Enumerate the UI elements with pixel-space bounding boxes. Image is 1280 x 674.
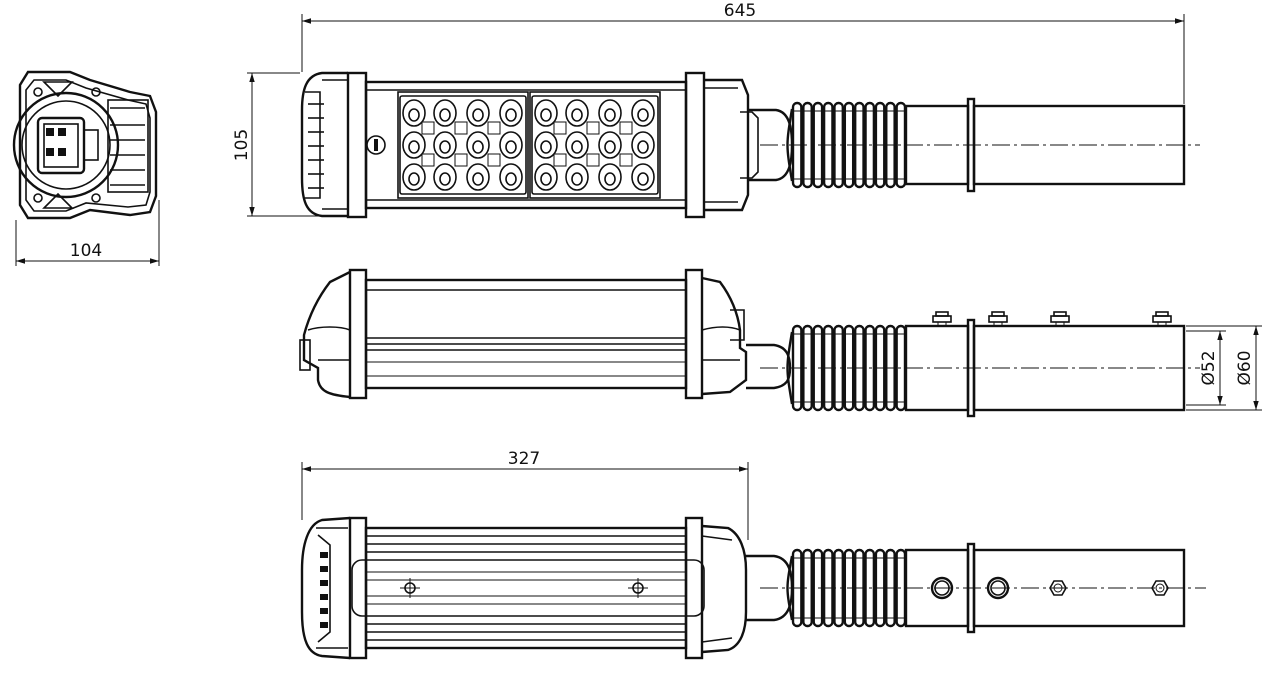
led-core (637, 108, 649, 122)
sleeve-rib (864, 548, 876, 628)
sleeve-end (786, 108, 794, 182)
side-view (299, 268, 1200, 418)
led-lens (499, 163, 523, 191)
led-pad (553, 121, 567, 135)
led-core (439, 108, 451, 122)
led-core (540, 172, 552, 186)
led-lens (565, 163, 589, 191)
led-array (402, 99, 655, 191)
led-core (571, 172, 583, 186)
led-lens (631, 99, 655, 127)
led-core (472, 140, 484, 154)
dim-height-label: 105 (232, 129, 252, 161)
led-pad (553, 153, 567, 167)
dim-end-width-label: 104 (70, 241, 102, 261)
led-lens (466, 131, 490, 159)
sleeve-rib (864, 101, 876, 189)
led-core (637, 172, 649, 186)
led-lens (631, 163, 655, 191)
dim-inner-diameter-label: Ø52 (1199, 350, 1219, 385)
led-core (408, 140, 420, 154)
led-lens (534, 99, 558, 127)
led-lens (499, 99, 523, 127)
dim-body-length-label: 327 (508, 449, 540, 469)
top-view (300, 71, 1200, 219)
end-view (12, 70, 158, 220)
led-pad (619, 153, 633, 167)
led-pad (421, 121, 435, 135)
bolt-cap (1155, 311, 1169, 317)
led-lens (534, 163, 558, 191)
bolt-cap (935, 311, 949, 317)
led-core (505, 172, 517, 186)
led-lens (534, 131, 558, 159)
bottom-view (300, 516, 1206, 660)
bolt-head (988, 315, 1008, 323)
led-lens (402, 163, 426, 191)
sleeve-rib (864, 324, 876, 412)
led-core (540, 140, 552, 154)
led-pad (586, 153, 600, 167)
dim-diameters: Ø52 Ø60 (1186, 325, 1262, 411)
led-lens (565, 131, 589, 159)
led-lens (466, 99, 490, 127)
led-core (571, 108, 583, 122)
led-lens (598, 131, 622, 159)
sleeve-end (786, 555, 794, 621)
led-pad (487, 121, 501, 135)
led-lens (598, 163, 622, 191)
led-core (540, 108, 552, 122)
sleeve-end (786, 331, 794, 405)
dim-overall-length: 645 (301, 1, 1185, 104)
led-core (604, 108, 616, 122)
clamp-bolts (932, 311, 1172, 326)
led-core (604, 140, 616, 154)
led-lens (631, 131, 655, 159)
led-lens (433, 131, 457, 159)
bolt-head (932, 315, 952, 323)
led-lens (598, 99, 622, 127)
led-pad (487, 153, 501, 167)
led-lens (402, 131, 426, 159)
led-lens (466, 163, 490, 191)
dim-outer-diameter-label: Ø60 (1235, 350, 1255, 385)
led-core (604, 172, 616, 186)
led-lens (499, 131, 523, 159)
led-core (408, 172, 420, 186)
led-lens (402, 99, 426, 127)
led-core (472, 172, 484, 186)
led-lens (565, 99, 589, 127)
dim-body-length: 327 (301, 449, 749, 540)
led-pad (586, 121, 600, 135)
led-core (439, 140, 451, 154)
led-pad (421, 153, 435, 167)
led-core (571, 140, 583, 154)
led-core (408, 108, 420, 122)
led-lens (433, 99, 457, 127)
led-pad (454, 121, 468, 135)
dim-overall-length-label: 645 (724, 1, 756, 21)
led-core (472, 108, 484, 122)
led-lens (433, 163, 457, 191)
dim-height: 105 (232, 72, 320, 217)
bolt-head (1152, 315, 1172, 323)
led-core (439, 172, 451, 186)
led-core (505, 108, 517, 122)
bolt-head (1050, 315, 1070, 323)
led-pad (619, 121, 633, 135)
led-core (637, 140, 649, 154)
bolt-cap (1053, 311, 1067, 317)
bolt-cap (991, 311, 1005, 317)
led-core (505, 140, 517, 154)
led-pad (454, 153, 468, 167)
dim-end-width: 104 (15, 200, 160, 266)
